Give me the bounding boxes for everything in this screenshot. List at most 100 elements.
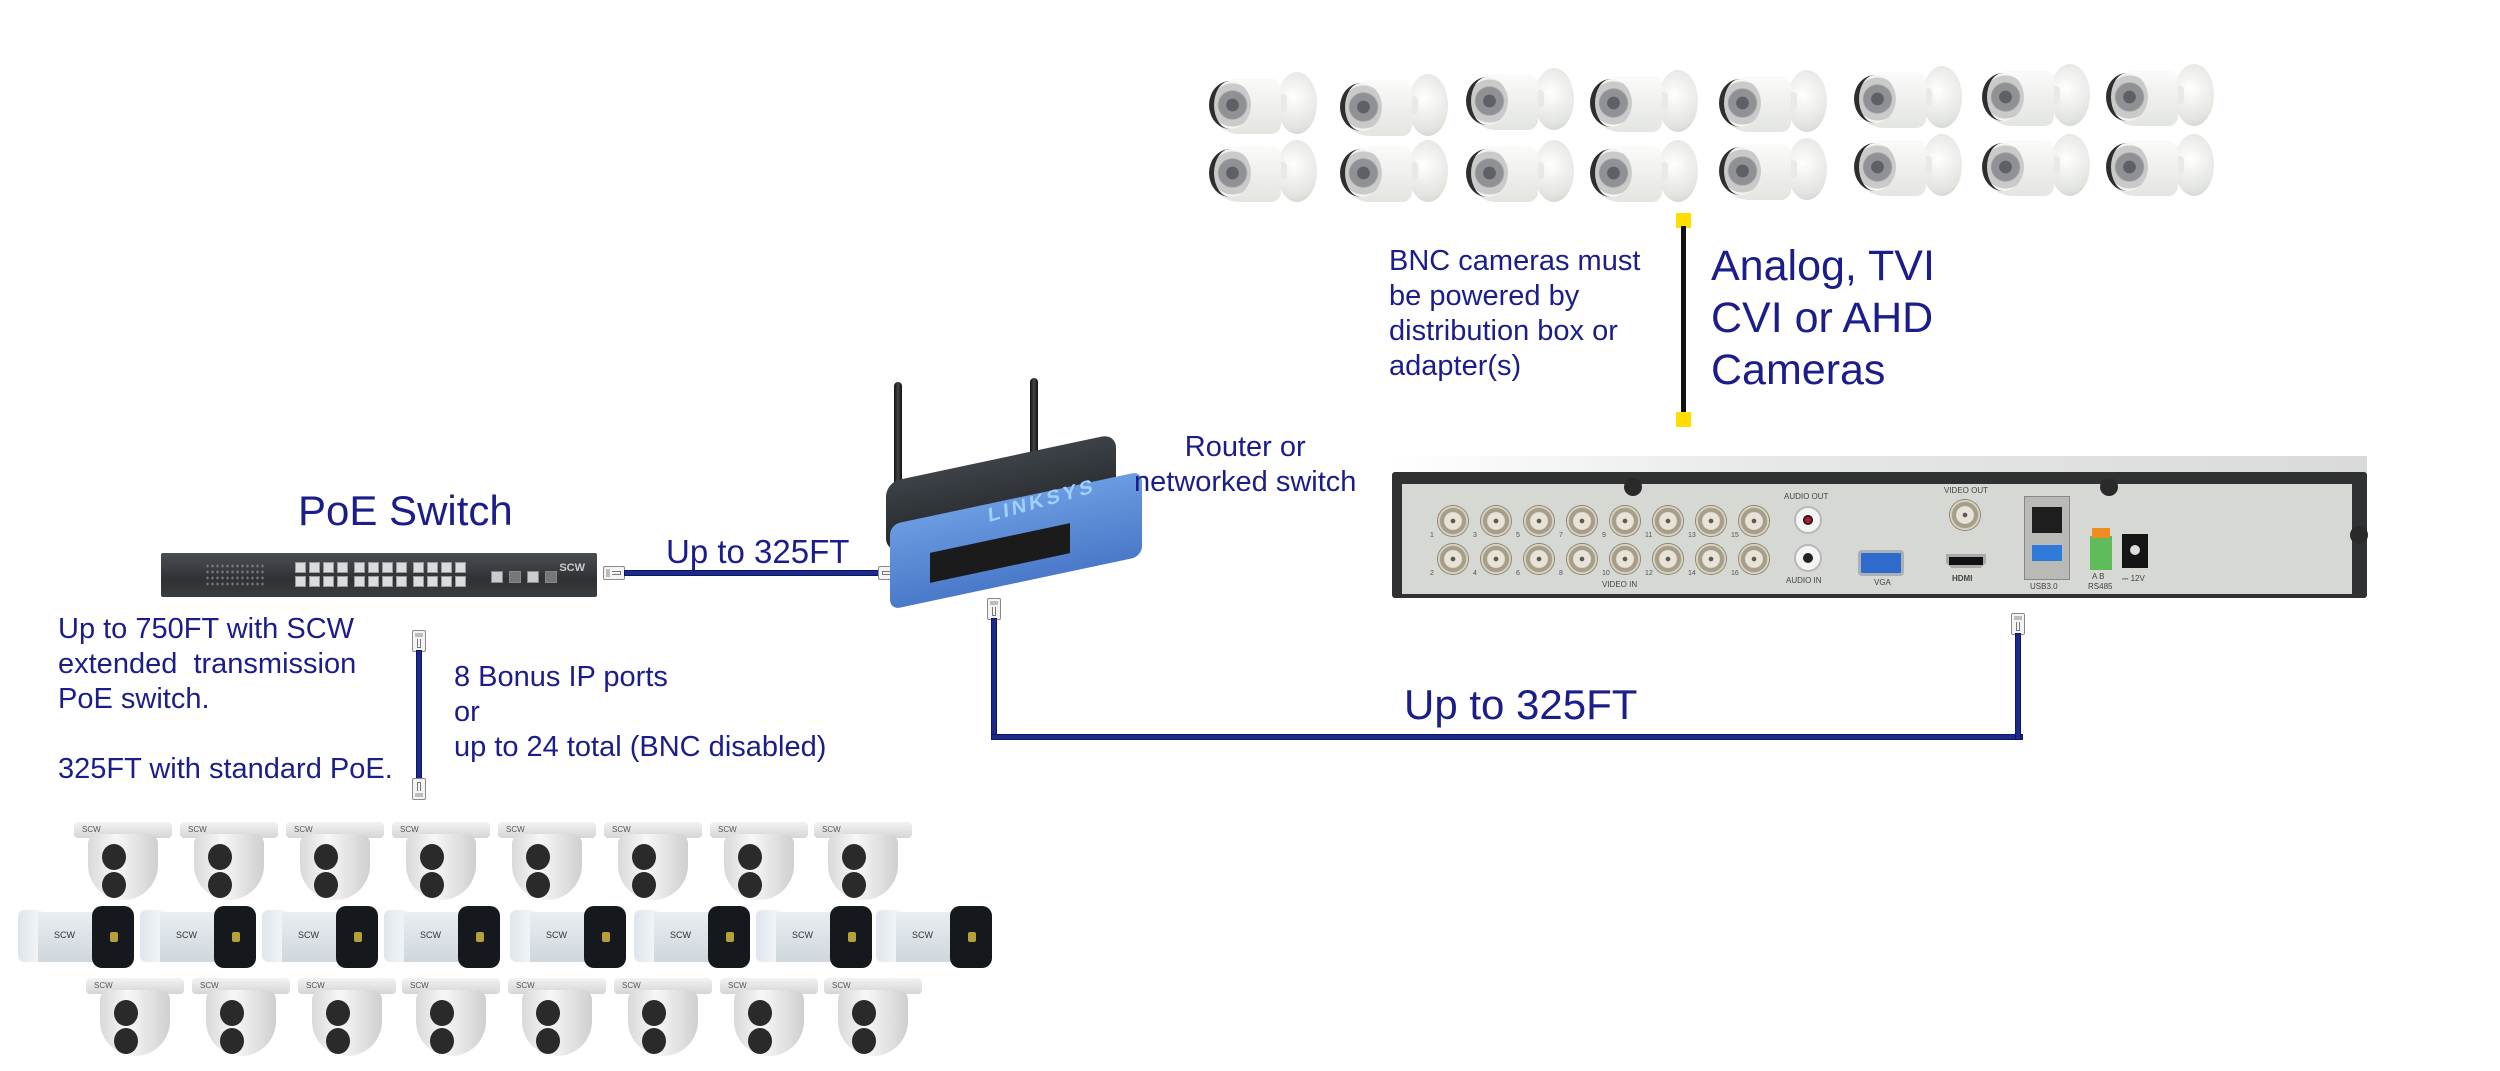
camera-body	[654, 912, 714, 962]
ir-led-icon	[420, 872, 444, 898]
analog-bullet-camera	[1850, 66, 1962, 132]
camera-brand-logo: SCW	[670, 930, 691, 940]
power-label: ⎓ 12V	[2122, 574, 2145, 583]
video-out-label: VIDEO OUT	[1944, 486, 1989, 495]
camera-brand-logo: SCW	[832, 981, 851, 990]
camera-brand-logo: SCW	[298, 930, 319, 940]
camera-brand-logo: SCW	[822, 825, 841, 834]
uplink-port	[527, 571, 539, 583]
camera-body	[160, 912, 220, 962]
bnc-input-number: 3	[1473, 532, 1477, 539]
video-out-bnc	[1950, 500, 1980, 530]
bnc-video-input	[1610, 544, 1640, 574]
router-label: Router or networked switch	[1134, 431, 1357, 498]
ir-led-icon	[738, 872, 762, 898]
ir-led-icon	[114, 1028, 138, 1054]
camera-lens-icon	[1854, 143, 1896, 191]
dvr-lid	[1392, 456, 2367, 474]
rj45-connector	[987, 598, 1001, 620]
ip-dome-camera: SCW	[392, 822, 490, 900]
bnc-input-number: 10	[1602, 570, 1610, 577]
camera-lens-icon	[2106, 143, 2148, 191]
camera-lens-icon	[748, 1000, 772, 1026]
bnc-input-number: 6	[1516, 570, 1520, 577]
audio-in-label: AUDIO IN	[1786, 576, 1822, 585]
camera-lens-icon	[1982, 73, 2024, 121]
bnc-line-bottom-end	[1676, 412, 1691, 427]
camera-brand-logo: SCW	[546, 930, 567, 940]
ir-led-icon	[536, 1028, 560, 1054]
camera-brand-logo: SCW	[506, 825, 525, 834]
analog-bullet-camera	[1978, 64, 2090, 130]
bnc-video-input	[1610, 506, 1640, 536]
video-in-label: VIDEO IN	[1602, 580, 1638, 589]
bnc-video-input	[1524, 544, 1554, 574]
ir-led-icon	[430, 1028, 454, 1054]
dc-power-jack	[2122, 534, 2148, 568]
rj45-connector	[603, 566, 625, 580]
ip-ports-note: 8 Bonus IP ports or up to 24 total (BNC …	[454, 661, 827, 763]
analog-bullet-camera	[2102, 134, 2214, 200]
camera-lens-icon	[1340, 149, 1382, 197]
rj45-connector	[2011, 613, 2025, 635]
bnc-video-input	[1481, 506, 1511, 536]
analog-bullet-camera	[1586, 140, 1698, 206]
ip-dome-camera: SCW	[814, 822, 912, 900]
bnc-video-input	[1567, 506, 1597, 536]
ip-dome-camera: SCW	[614, 978, 712, 1056]
ip-dome-camera: SCW	[508, 978, 606, 1056]
camera-lens-icon	[2106, 73, 2148, 121]
camera-lens-icon	[842, 844, 866, 870]
camera-body	[776, 912, 836, 962]
ir-led-icon	[632, 872, 656, 898]
dvr-screw	[2350, 526, 2368, 544]
poe-switch-title: PoE Switch	[298, 487, 513, 534]
router-antenna-left	[894, 382, 902, 502]
camera-lens-icon	[1982, 143, 2024, 191]
router-dvr-cable-bottom	[991, 734, 2023, 740]
camera-lens-icon	[114, 1000, 138, 1026]
ip-dome-camera: SCW	[192, 978, 290, 1056]
analog-bullet-camera	[1715, 138, 1827, 204]
camera-lens-icon	[314, 844, 338, 870]
ir-led-icon	[526, 872, 550, 898]
analog-bullet-camera	[1850, 134, 1962, 200]
ir-led-icon	[326, 1028, 350, 1054]
camera-body	[282, 912, 342, 962]
camera-lens-icon	[1719, 147, 1761, 195]
camera-lens-icon	[430, 1000, 454, 1026]
switch-brand-logo: SCW	[559, 562, 585, 574]
camera-lens-icon	[1590, 149, 1632, 197]
extended-transmission-note: Up to 750FT with SCW extended transmissi…	[58, 613, 357, 715]
camera-lens-icon	[584, 906, 626, 968]
router-dvr-distance-label: Up to 325FT	[1404, 681, 1638, 728]
bnc-input-number: 2	[1430, 570, 1434, 577]
bnc-video-input	[1481, 544, 1511, 574]
camera-brand-logo: SCW	[82, 825, 101, 834]
switch-router-cable	[624, 570, 880, 576]
poe-switch: SCW	[161, 553, 597, 597]
ip-dome-camera: SCW	[74, 822, 172, 900]
standard-poe-note: 325FT with standard PoE.	[58, 753, 393, 785]
bnc-input-number: 11	[1645, 532, 1653, 539]
switch-ipcam-cable	[416, 650, 422, 780]
sfp-port	[545, 571, 557, 583]
camera-lens-icon	[1719, 79, 1761, 127]
bnc-power-note: BNC cameras must be powered by distribut…	[1389, 245, 1641, 382]
camera-brand-logo: SCW	[188, 825, 207, 834]
camera-brand-logo: SCW	[612, 825, 631, 834]
bnc-input-number: 13	[1688, 532, 1696, 539]
switch-poe-ports	[295, 562, 466, 587]
bnc-input-number: 1	[1430, 532, 1434, 539]
camera-lens-icon	[326, 1000, 350, 1026]
ip-dome-camera: SCW	[180, 822, 278, 900]
camera-lens-icon	[708, 906, 750, 968]
bnc-input-number: 9	[1602, 532, 1606, 539]
bnc-input-number: 8	[1559, 570, 1563, 577]
bnc-video-input	[1739, 544, 1769, 574]
rs485-ab-label: A B	[2092, 572, 2105, 581]
analog-bullet-camera	[1336, 140, 1448, 206]
ip-dome-camera: SCW	[710, 822, 808, 900]
camera-lens-icon	[208, 844, 232, 870]
